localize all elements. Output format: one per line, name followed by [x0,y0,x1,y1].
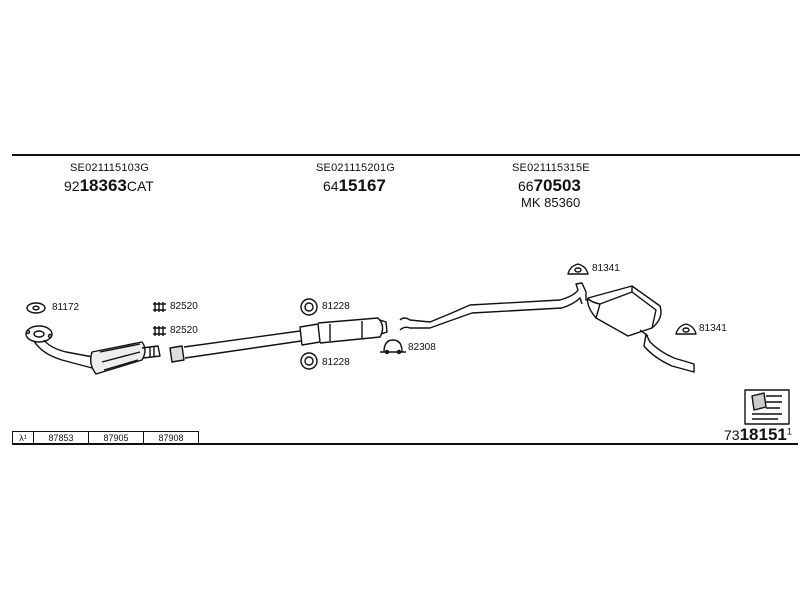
section-1-code: SE021115103G [70,162,150,174]
part-label-82520-top: 82520 [170,301,198,312]
manual-icon [744,389,790,425]
clamp-icon-top [153,302,166,312]
lambda-symbol: λ¹ [12,431,34,445]
part-label-81341-top: 81341 [592,263,620,274]
reference-main: 18151 [739,425,787,444]
section-3-main: 70503 [533,176,581,195]
middle-pipe-icon [169,317,388,363]
part-label-81228-top: 81228 [322,301,350,312]
section-2-main: 15167 [338,176,386,195]
section-1-prefix: 92 [64,178,80,194]
section-1-suffix: CAT [126,178,154,194]
code-cell: 87908 [143,431,199,445]
code-table: λ¹ 87853 87905 87908 [12,431,199,445]
hanger-icon-top [567,263,589,275]
top-rule [12,154,800,156]
clamp-icon-bottom [153,326,166,336]
front-flange-icon [25,325,53,343]
rear-silencer-icon [399,282,695,373]
rubber-ring-icon-bottom [300,352,318,370]
code-cell: 87905 [88,431,144,445]
section-1-number: 9218363CAT [64,176,154,196]
gasket-icon [26,302,46,314]
hanger-icon-right [675,323,697,335]
u-clamp-icon [380,339,406,355]
section-2-number: 6415167 [323,176,386,196]
section-3-number: 6670503 [518,176,581,196]
reference-number: 73181511 [724,425,792,445]
reference-sup: 1 [786,426,792,437]
section-3-code: SE021115315E [512,162,590,174]
reference-prefix: 73 [724,427,740,443]
catalytic-converter-icon [33,339,161,375]
bottom-rule [12,443,798,445]
section-3-mk: MK 85360 [521,195,581,210]
part-label-81228-bottom: 81228 [322,357,350,368]
part-label-81341-right: 81341 [699,323,727,334]
part-label-81172: 81172 [52,302,80,313]
code-cell: 87853 [33,431,89,445]
section-2-prefix: 64 [323,178,339,194]
part-label-82520-bottom: 82520 [170,325,198,336]
section-3-prefix: 66 [518,178,534,194]
rubber-ring-icon-top [300,298,318,316]
section-1-main: 18363 [79,176,127,195]
part-label-82308: 82308 [408,342,436,353]
section-2-code: SE021115201G [316,162,396,174]
